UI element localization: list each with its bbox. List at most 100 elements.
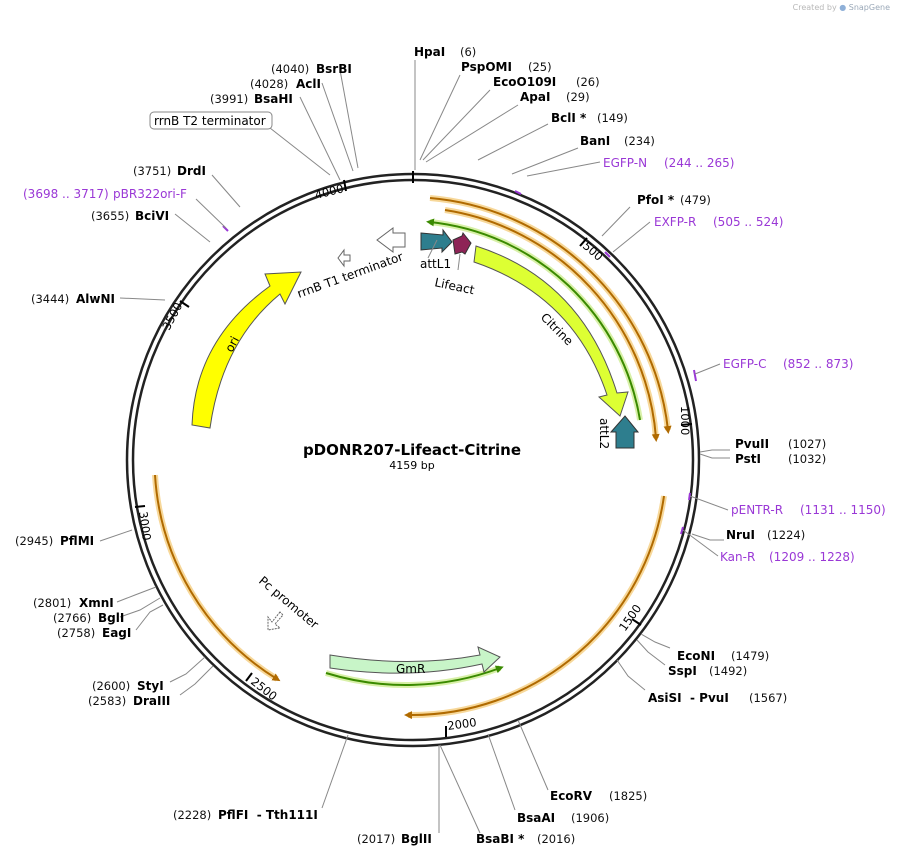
enzyme-pos-apai: (29) bbox=[566, 90, 590, 104]
enzyme-name-styi[interactable]: StyI bbox=[137, 679, 164, 693]
plasmid-length: 4159 bp bbox=[389, 459, 434, 472]
enzyme-name-bsrbi[interactable]: BsrBI bbox=[316, 62, 352, 76]
leader-bsrbi bbox=[339, 69, 359, 169]
ori-label: ori bbox=[222, 334, 242, 354]
enzyme-name-pflfi-tth111i[interactable]: PflFI - Tth111I bbox=[218, 808, 318, 822]
enzyme-name-psti[interactable]: PstI bbox=[735, 452, 761, 466]
leader-draiii bbox=[179, 665, 214, 696]
enzyme-pos-bsahi: (3991) bbox=[210, 92, 248, 106]
leader-apai bbox=[425, 104, 519, 163]
enzyme-pos-drdi: (3751) bbox=[133, 164, 171, 178]
enzyme-name-pvuii[interactable]: PvuII bbox=[735, 437, 769, 451]
ori-feature[interactable] bbox=[191, 271, 302, 429]
tick-label-3000: 3000 bbox=[136, 510, 154, 541]
tick-label-2000: 2000 bbox=[446, 715, 477, 733]
enzyme-pos-bani: (234) bbox=[624, 134, 655, 148]
primer-name-egfp-c[interactable]: EGFP-C bbox=[723, 357, 766, 371]
rrnb-t2-terminator-callout: rrnB T2 terminator bbox=[149, 111, 273, 130]
leader-styi bbox=[169, 656, 206, 683]
enzyme-name-nrui[interactable]: NruI bbox=[726, 528, 755, 542]
enzyme-name-bsaai[interactable]: BsaAI bbox=[517, 811, 555, 825]
enzyme-pos-eagi: (2758) bbox=[57, 626, 95, 640]
enzyme-pos-bsabi: (2016) bbox=[537, 832, 575, 846]
primer-mark-egfp-n bbox=[514, 190, 522, 195]
enzyme-name-bani[interactable]: BanI bbox=[580, 134, 610, 148]
enzyme-name-apai[interactable]: ApaI bbox=[520, 90, 550, 104]
enzyme-name-drdi[interactable]: DrdI bbox=[177, 164, 206, 178]
leader-pflmi bbox=[99, 529, 133, 542]
enzyme-name-bglii[interactable]: BglII bbox=[401, 832, 432, 846]
leader-alwni bbox=[119, 297, 166, 301]
leader-ecorv bbox=[517, 719, 549, 791]
leader-bcivi bbox=[174, 213, 211, 243]
lifeact-feature[interactable] bbox=[452, 231, 472, 255]
enzyme-pos-draiii: (2583) bbox=[88, 694, 126, 708]
enzyme-name-acli[interactable]: AclI bbox=[296, 77, 321, 91]
enzyme-name-asisi-pvui[interactable]: AsiSI - PvuI bbox=[648, 691, 729, 705]
primer-name-kan-r[interactable]: Kan-R bbox=[720, 550, 755, 564]
leader-bsaai bbox=[487, 733, 516, 811]
orf-arc-green bbox=[426, 218, 641, 421]
citrine-feature[interactable] bbox=[473, 245, 629, 417]
snapgene-logo-icon: ● bbox=[839, 3, 847, 12]
enzyme-name-xmni[interactable]: XmnI bbox=[79, 596, 114, 610]
leader-exfp-r bbox=[612, 221, 651, 253]
enzyme-name-pfoi[interactable]: PfoI * bbox=[637, 193, 675, 207]
credit-brand: SnapGene bbox=[848, 3, 890, 12]
pc-promoter-feature[interactable] bbox=[267, 611, 284, 631]
enzyme-pos-psti: (1032) bbox=[788, 452, 826, 466]
enzyme-name-bcli[interactable]: BclI * bbox=[551, 111, 587, 125]
rrnb-t2-terminator-feature[interactable] bbox=[337, 248, 351, 268]
enzyme-name-bsabi[interactable]: BsaBI * bbox=[476, 832, 525, 846]
enzyme-name-psppomi[interactable]: PspOMI bbox=[461, 60, 512, 74]
orf-arc-middle bbox=[444, 209, 660, 442]
leader-pentr-r bbox=[689, 495, 729, 511]
leader-egfp-c bbox=[694, 363, 721, 375]
enzyme-pos-bsrbi: (4040) bbox=[271, 62, 309, 76]
leader-pfoi bbox=[601, 206, 631, 237]
enzyme-pos-bglii: (2017) bbox=[357, 832, 395, 846]
primer-name-exfp-r[interactable]: EXFP-R bbox=[654, 215, 696, 229]
attL2-feature[interactable] bbox=[609, 415, 640, 449]
leader-pflfi bbox=[321, 734, 349, 809]
primer-labels: EGFP-N (244 .. 265) EXFP-R (505 .. 524) … bbox=[23, 156, 886, 564]
enzyme-pos-bsaai: (1906) bbox=[571, 811, 609, 825]
leader-psppomi bbox=[419, 74, 461, 161]
enzyme-name-alwni[interactable]: AlwNI bbox=[76, 292, 115, 306]
rrnb-t1-terminator-feature[interactable] bbox=[376, 227, 406, 253]
enzyme-pos-pvuii: (1027) bbox=[788, 437, 826, 451]
leader-drdi bbox=[211, 174, 241, 208]
orf-arc-kan bbox=[404, 495, 665, 720]
primer-range-exfp-r: (505 .. 524) bbox=[713, 215, 783, 229]
primer-name-pentr-r[interactable]: pENTR-R bbox=[731, 503, 783, 517]
enzyme-name-sspi[interactable]: SspI bbox=[668, 664, 697, 678]
leader-bsabi bbox=[439, 744, 481, 834]
enzyme-name-hpai[interactable]: HpaI bbox=[414, 45, 445, 59]
enzyme-name-econi[interactable]: EcoNI bbox=[677, 649, 715, 663]
tick-mark-2500 bbox=[245, 672, 253, 682]
enzyme-pos-econi: (1479) bbox=[731, 649, 769, 663]
enzyme-name-draiii[interactable]: DraIII bbox=[133, 694, 170, 708]
enzyme-name-ecoo109i[interactable]: EcoO109I bbox=[493, 75, 556, 89]
primer-name-egfp-n[interactable]: EGFP-N bbox=[603, 156, 647, 170]
enzyme-name-eagi[interactable]: EagI bbox=[102, 626, 131, 640]
enzyme-name-ecorv[interactable]: EcoRV bbox=[550, 789, 593, 803]
tick-mark-4000 bbox=[343, 179, 347, 192]
enzyme-name-pflmi[interactable]: PflMI bbox=[60, 534, 94, 548]
rrnb-t2-terminator-label: rrnB T2 terminator bbox=[154, 114, 266, 128]
enzyme-name-bsahi[interactable]: BsaHI bbox=[254, 92, 293, 106]
gmr-feature[interactable] bbox=[329, 646, 501, 674]
enzyme-pos-sspi: (1492) bbox=[709, 664, 747, 678]
enzyme-name-bcivi[interactable]: BciVI bbox=[135, 209, 169, 223]
enzyme-pos-bcivi: (3655) bbox=[91, 209, 129, 223]
gmr-label: GmR bbox=[396, 662, 425, 676]
enzyme-pos-hpai: (6) bbox=[460, 45, 476, 59]
leader-bgli bbox=[119, 597, 161, 618]
lifeact-label: Lifeact bbox=[433, 275, 476, 297]
primer-name-pbr322ori-f[interactable]: pBR322ori-F bbox=[113, 187, 187, 201]
enzyme-name-bgli[interactable]: BglI bbox=[98, 611, 124, 625]
snapgene-credit: Created by ● SnapGene bbox=[793, 3, 890, 12]
attL1-label: attL1 bbox=[420, 257, 451, 271]
orf-arc-gmr bbox=[325, 665, 504, 687]
primer-mark-pentr-r bbox=[688, 492, 691, 501]
